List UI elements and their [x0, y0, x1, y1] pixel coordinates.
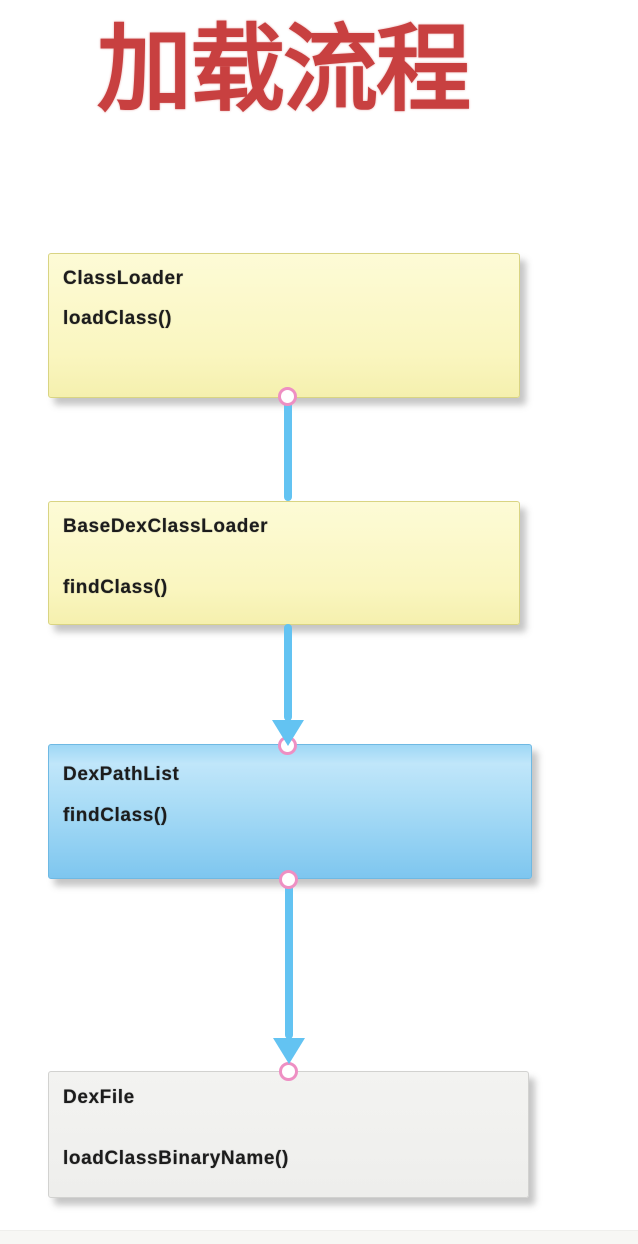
- connector-dot-dexfile-top: [279, 1062, 298, 1081]
- edge-line-classloader-to-basedexclassloader: [284, 398, 292, 501]
- node-dexpathlist: DexPathList findClass(): [48, 744, 532, 879]
- node-dexfile-class-name: DexFile: [63, 1087, 135, 1108]
- edge-line-dexpathlist-to-dexfile: [285, 882, 293, 1039]
- node-dexpathlist-method: findClass(): [63, 805, 168, 826]
- node-basedexclassloader-class-name: BaseDexClassLoader: [63, 516, 269, 537]
- node-basedexclassloader-method: findClass(): [63, 577, 168, 598]
- node-classloader: ClassLoader loadClass(): [48, 253, 520, 398]
- arrow-down-icon: [273, 1038, 305, 1064]
- page-title: 加载流程: [97, 17, 471, 123]
- node-dexfile-method: loadClassBinaryName(): [63, 1148, 289, 1169]
- connector-dot-classloader-bottom: [278, 387, 297, 406]
- node-classloader-method: loadClass(): [63, 308, 173, 329]
- node-dexfile: DexFile loadClassBinaryName(): [48, 1071, 529, 1198]
- arrow-down-icon: [272, 720, 304, 746]
- edge-line-basedexclassloader-to-dexpathlist: [284, 624, 292, 721]
- node-basedexclassloader: BaseDexClassLoader findClass(): [48, 501, 520, 625]
- page-bottom-edge: [0, 1230, 638, 1244]
- node-dexpathlist-class-name: DexPathList: [63, 764, 180, 785]
- connector-dot-dexpathlist-bottom: [279, 870, 298, 889]
- node-classloader-class-name: ClassLoader: [63, 268, 184, 289]
